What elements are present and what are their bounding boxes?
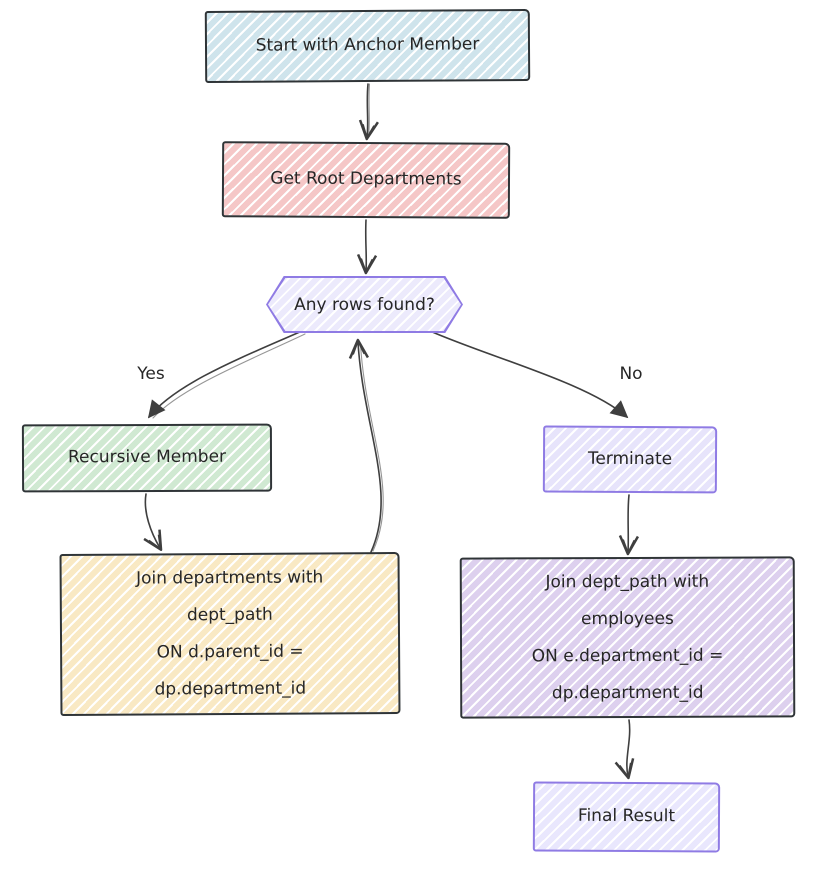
edge-join-loopback-ink (359, 343, 384, 552)
node-terminate-label: Terminate (587, 448, 673, 470)
edge-start-to-getroot (358, 83, 379, 141)
node-join-departments: Join departments with dept_path ON d.par… (59, 551, 401, 717)
node-terminate: Terminate (542, 425, 718, 494)
node-final-label: Final Result (577, 806, 676, 827)
edge-decision-yes (147, 330, 303, 419)
node-line: dp.department_id (551, 682, 704, 703)
node-recursive-label: Recursive Member (67, 447, 227, 468)
node-get-root-departments: Get Root Departments (221, 141, 511, 219)
edge-label-no: No (606, 364, 656, 384)
node-recursive-member: Recursive Member (21, 423, 273, 493)
node-line: Join dept_path with (545, 571, 710, 592)
node-line: ON e.department_id = (531, 645, 724, 666)
edge-label-yes: Yes (126, 364, 176, 384)
edge-decision-no (429, 330, 629, 419)
node-decision-fill: Any rows found? (268, 278, 461, 331)
edge-terminate-to-join (618, 494, 640, 556)
node-final-result: Final Result (532, 781, 721, 853)
edge-getroot-to-decision (356, 219, 378, 275)
node-join-departments-lines: Join departments with dept_path ON d.par… (136, 559, 324, 708)
node-decision-any-rows-found: Any rows found? (266, 276, 463, 333)
edge-recursive-to-join (143, 493, 163, 551)
node-join-employees: Join dept_path with employees ON e.depar… (459, 556, 796, 719)
node-line: employees (580, 608, 674, 629)
node-start: Start with Anchor Member (204, 9, 531, 83)
node-line: ON d.parent_id = (156, 641, 304, 663)
node-decision-label: Any rows found? (294, 294, 435, 315)
node-get-root-label: Get Root Departments (270, 168, 462, 190)
node-start-label: Start with Anchor Member (255, 34, 480, 57)
node-line: Join departments with (135, 567, 324, 589)
node-line: dp.department_id (154, 678, 307, 700)
edge-join-loopback-to-decision (348, 338, 382, 553)
edge-start-to-getroot-ink (367, 83, 371, 136)
node-join-employees-lines: Join dept_path with employees ON e.depar… (531, 563, 724, 712)
node-line: dept_path (186, 604, 273, 626)
edge-join-to-final (614, 719, 635, 780)
edge-decision-yes-ink (152, 333, 306, 419)
